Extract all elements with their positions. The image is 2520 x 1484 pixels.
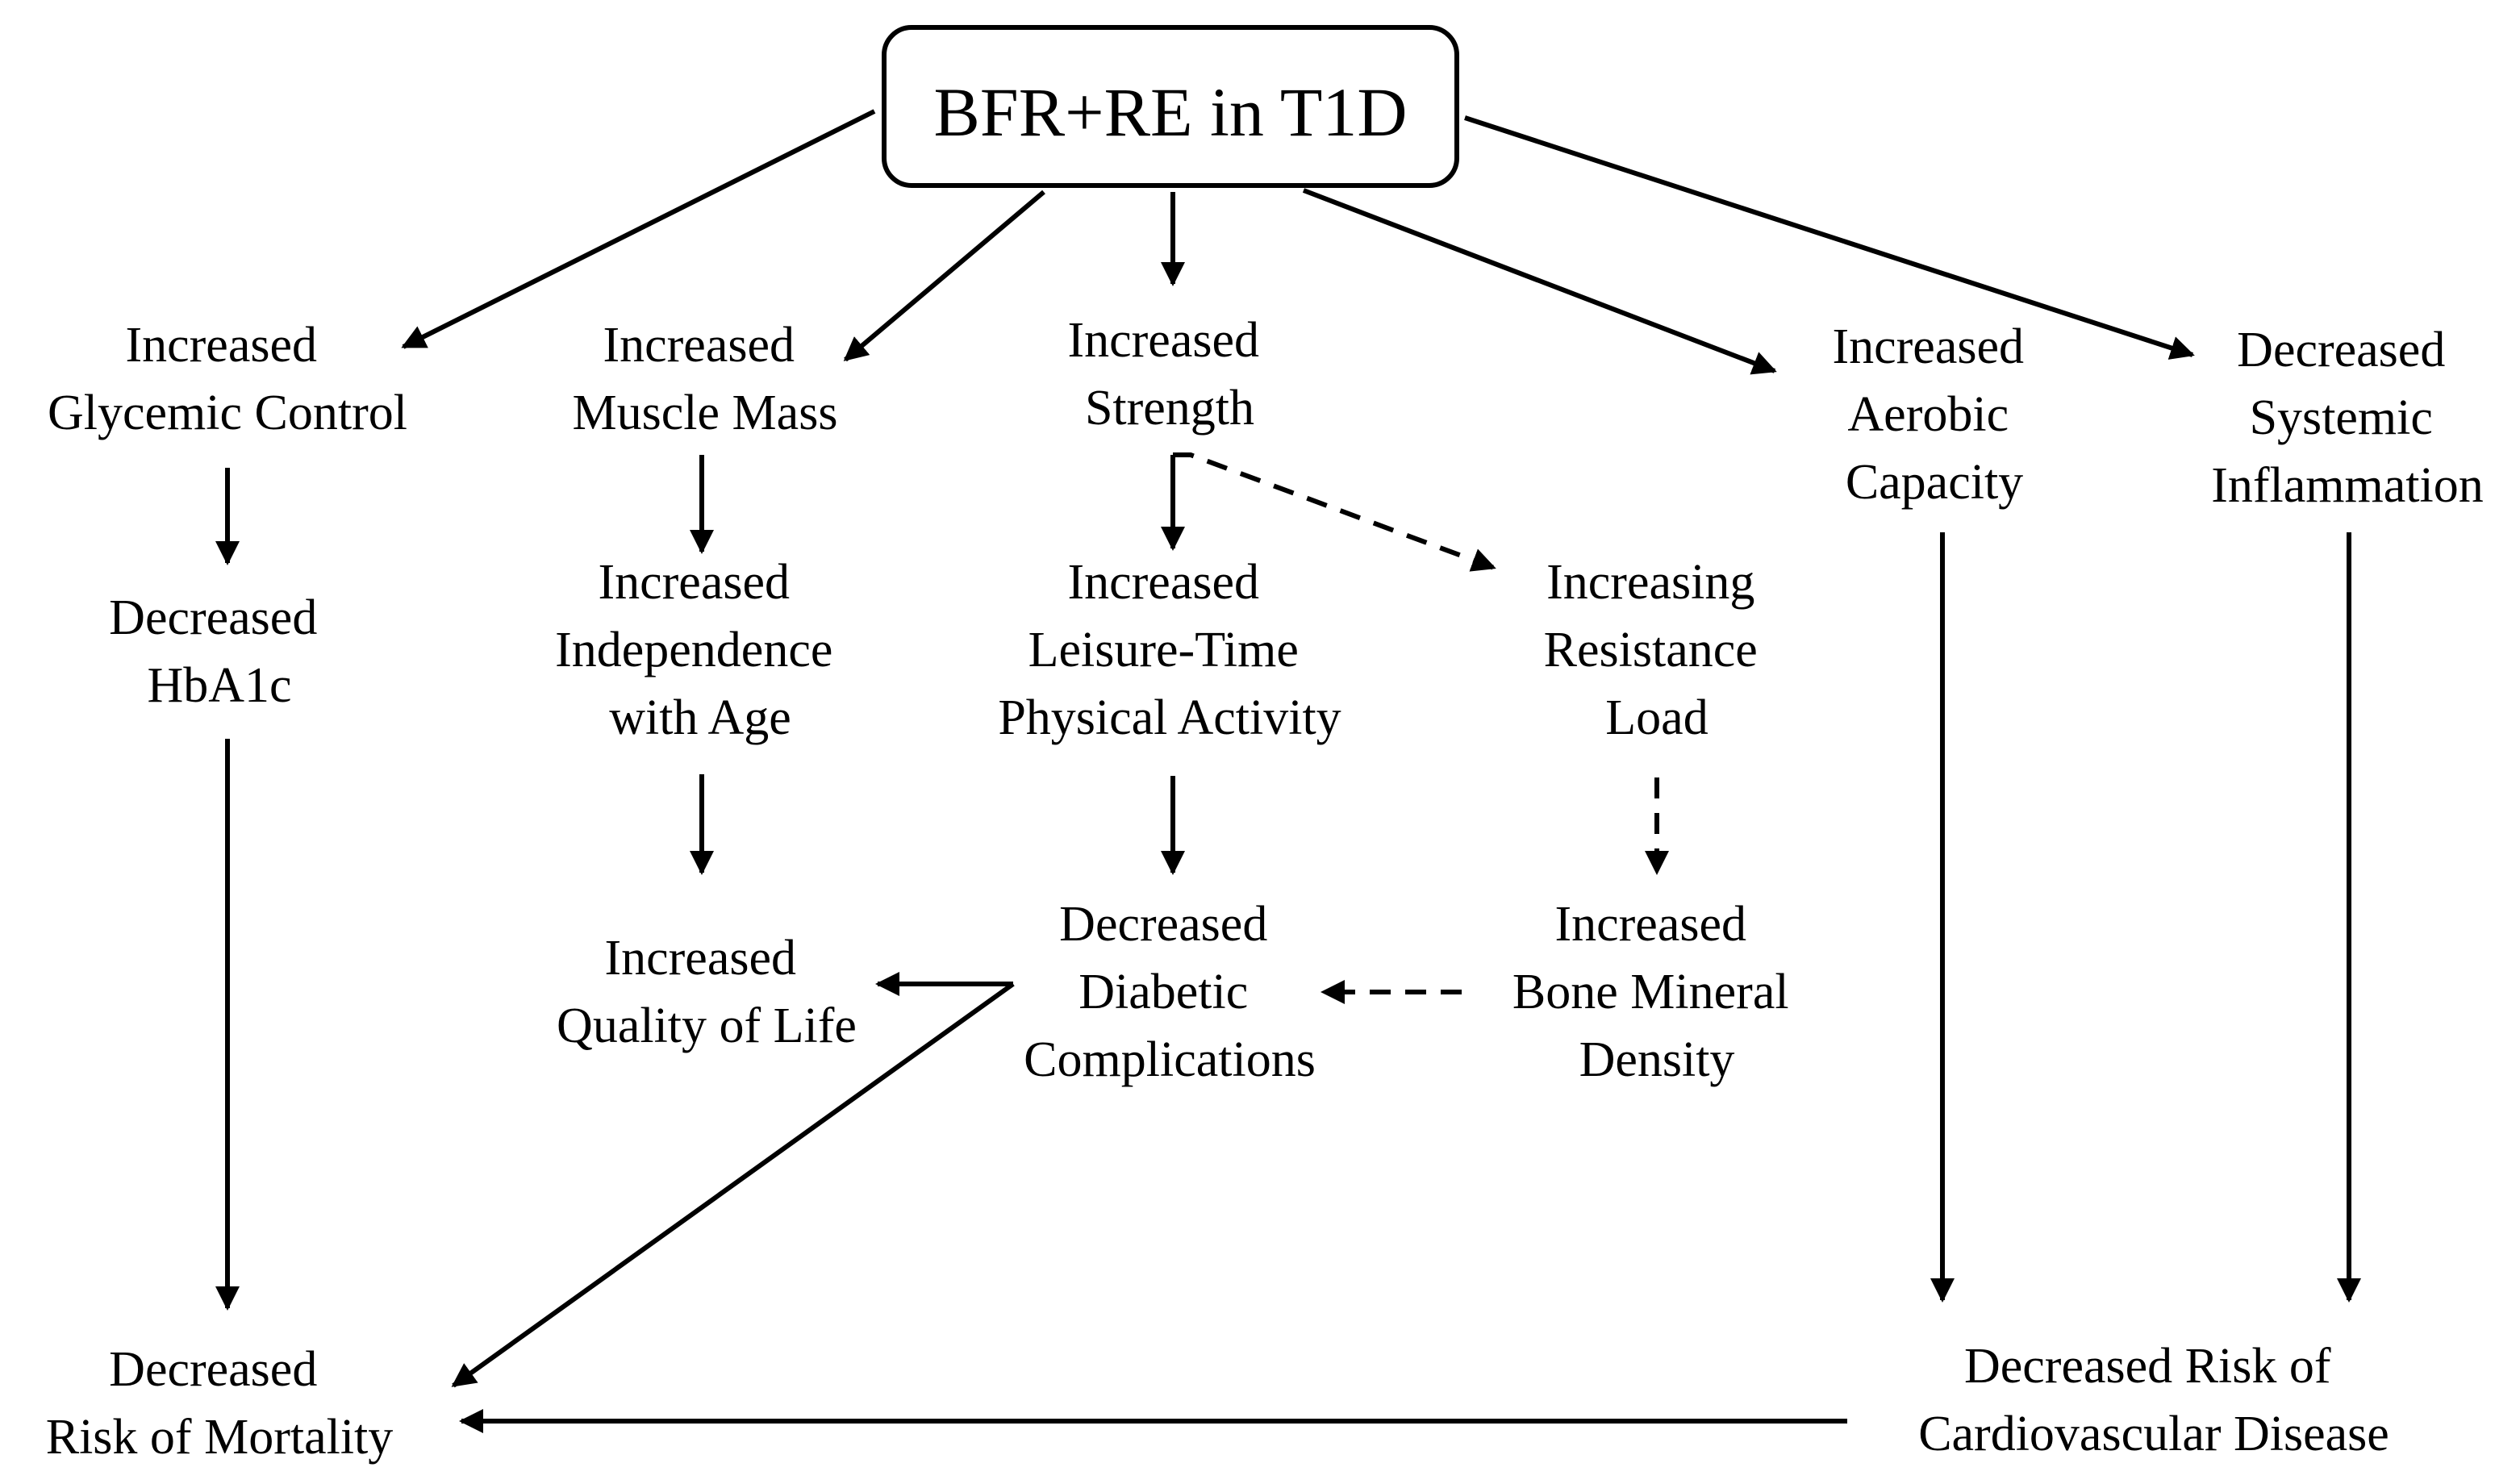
- node-inflammation-line-3: Inflammation: [2211, 458, 2483, 513]
- edge-root-to-inflammation: [1464, 115, 2195, 360]
- node-quality-of-life: Increased Quality of Life: [557, 931, 857, 1053]
- node-quality-line-1: Increased: [605, 931, 797, 986]
- node-diabetic-line-3: Complications: [1024, 1032, 1316, 1087]
- node-bone-density: Increased Bone Mineral Density: [1512, 897, 1801, 1087]
- node-muscle-mass: Increased Muscle Mass: [573, 318, 838, 440]
- node-cardio-line-2: Cardiovascular Disease: [1918, 1407, 2389, 1461]
- node-bone-line-1: Increased: [1555, 897, 1747, 952]
- node-cardiovascular-risk: Decreased Risk of Cardiovascular Disease: [1918, 1339, 2389, 1461]
- node-strength: Increased Strength: [1068, 313, 1272, 436]
- node-risk-of-mortality: Decreased Risk of Mortality: [46, 1342, 394, 1465]
- node-muscle-line-2: Muscle Mass: [573, 386, 838, 440]
- node-resistance-load: Increasing Resistance Load: [1544, 555, 1771, 745]
- root-box: [882, 25, 1459, 188]
- edge-diabetic-to-mortality: [451, 982, 1015, 1388]
- node-leisure-activity: Increased Leisure-Time Physical Activity: [998, 555, 1341, 745]
- node-glycemic-line-2: Glycemic Control: [48, 386, 407, 440]
- node-independence-line-1: Increased: [599, 555, 791, 610]
- node-resistance-line-1: Increasing: [1546, 555, 1754, 610]
- node-leisure-line-2: Leisure-Time: [1028, 623, 1299, 677]
- node-independence: Increased Independence with Age: [555, 555, 845, 745]
- node-aerobic-line-1: Increased: [1833, 319, 2025, 374]
- node-hba1c-line-2: HbA1c: [147, 658, 291, 713]
- edge-root-to-aerobic: [1302, 188, 1777, 375]
- node-diabetic-line-2: Diabetic: [1079, 965, 1248, 1019]
- node-muscle-line-1: Increased: [603, 318, 795, 373]
- node-glycemic-line-1: Increased: [126, 318, 318, 373]
- node-aerobic-line-2: Aerobic: [1847, 387, 2009, 442]
- node-aerobic-capacity: Increased Aerobic Capacity: [1833, 319, 2037, 510]
- edge-root-to-glycemic: [401, 109, 876, 349]
- node-independence-line-3: with Age: [609, 690, 791, 745]
- node-mortality-line-2: Risk of Mortality: [46, 1410, 394, 1465]
- node-glycemic-control: Increased Glycemic Control: [48, 318, 407, 440]
- node-bone-line-2: Bone Mineral: [1512, 965, 1789, 1019]
- node-inflammation-line-1: Decreased: [2237, 323, 2445, 377]
- node-inflammation-line-2: Systemic: [2250, 390, 2433, 445]
- node-bone-line-3: Density: [1579, 1032, 1735, 1087]
- root-node: BFR+RE in T1D: [882, 25, 1459, 188]
- node-strength-line-2: Strength: [1085, 381, 1254, 436]
- edge-strength-to-resistance: [1173, 452, 1496, 572]
- node-leisure-line-3: Physical Activity: [998, 690, 1341, 745]
- node-systemic-inflammation: Decreased Systemic Inflammation: [2211, 323, 2483, 513]
- node-resistance-line-2: Resistance: [1544, 623, 1758, 677]
- root-label: BFR+RE in T1D: [934, 73, 1408, 151]
- node-resistance-line-3: Load: [1605, 690, 1708, 745]
- node-quality-line-2: Quality of Life: [557, 998, 857, 1053]
- node-diabetic-complications: Decreased Diabetic Complications: [1024, 897, 1316, 1087]
- node-aerobic-line-3: Capacity: [1846, 455, 2023, 510]
- node-diabetic-line-1: Decreased: [1059, 897, 1267, 952]
- node-hba1c-line-1: Decreased: [109, 590, 317, 645]
- node-cardio-line-1: Decreased Risk of: [1964, 1339, 2331, 1394]
- node-hba1c: Decreased HbA1c: [109, 590, 330, 713]
- edge-root-to-muscle: [843, 190, 1045, 362]
- node-mortality-line-1: Decreased: [109, 1342, 317, 1397]
- node-strength-line-1: Increased: [1068, 313, 1260, 368]
- node-leisure-line-1: Increased: [1068, 555, 1260, 610]
- node-independence-line-2: Independence: [555, 623, 832, 677]
